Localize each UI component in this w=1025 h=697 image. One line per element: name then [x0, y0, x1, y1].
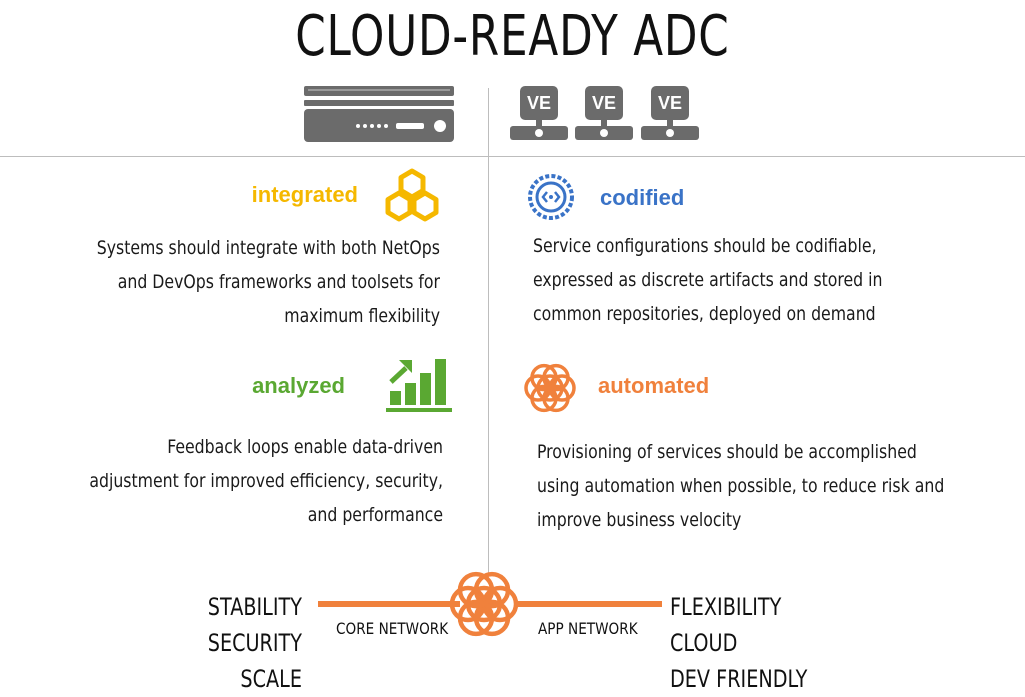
- app-attribute: DEV FRIENDLY: [670, 665, 808, 693]
- core-network-label: CORE NETWORK: [336, 619, 449, 638]
- app-network-bar: [518, 601, 662, 607]
- analyzed-heading: analyzed: [252, 373, 345, 398]
- codified-line: common repositories, deployed on demand: [533, 303, 876, 325]
- integrated-line: and DevOps frameworks and toolsets for: [117, 271, 441, 293]
- automated-line: using automation when possible, to reduc…: [537, 475, 945, 497]
- analyzed-line: Feedback loops enable data-driven: [167, 436, 444, 458]
- app-attribute: FLEXIBILITY: [670, 593, 782, 621]
- horizontal-divider: [0, 156, 1025, 157]
- virtual-edition-icon: VE VE VE: [510, 84, 700, 144]
- gear-code-icon: [528, 174, 574, 220]
- ve-label: VE: [591, 93, 616, 113]
- flower-of-life-icon: [524, 363, 576, 413]
- codified-line: expressed as discrete artifacts and stor…: [533, 269, 883, 291]
- core-network-bar: [318, 601, 460, 607]
- analyzed-line: adjustment for improved efficiency, secu…: [89, 470, 443, 492]
- hexagon-cluster-icon: [385, 168, 439, 222]
- flower-of-life-icon: [449, 571, 519, 637]
- app-attribute: CLOUD: [670, 629, 738, 657]
- automated-line: improve business velocity: [537, 509, 742, 531]
- page-title: CLOUD-READY ADC: [295, 4, 730, 69]
- vertical-divider: [488, 88, 489, 578]
- analyzed-description: Feedback loops enable data-driven adjust…: [72, 430, 443, 532]
- bar-chart-growth-icon: [386, 359, 452, 412]
- ve-unit: VE: [575, 84, 633, 142]
- automated-line: Provisioning of services should be accom…: [537, 441, 917, 463]
- core-attribute: SECURITY: [207, 629, 302, 657]
- app-network-label: APP NETWORK: [538, 619, 638, 638]
- ve-unit: VE: [510, 84, 568, 142]
- integrated-line: maximum flexibility: [284, 305, 440, 327]
- hardware-appliance-icon: [304, 86, 454, 142]
- ve-unit: VE: [641, 84, 699, 142]
- codified-heading: codified: [600, 185, 685, 210]
- codified-line: Service configurations should be codifia…: [533, 235, 877, 257]
- ve-label: VE: [526, 93, 551, 113]
- ve-label: VE: [657, 93, 682, 113]
- integrated-heading: integrated: [251, 182, 358, 207]
- core-attributes: STABILITY SECURITY SCALE: [172, 589, 302, 697]
- analyzed-line: and performance: [307, 504, 443, 526]
- core-attribute: STABILITY: [207, 593, 302, 621]
- codified-description: Service configurations should be codifia…: [533, 229, 938, 331]
- automated-description: Provisioning of services should be accom…: [537, 435, 956, 537]
- app-attributes: FLEXIBILITY CLOUD DEV FRIENDLY: [670, 589, 830, 697]
- integrated-line: Systems should integrate with both NetOp…: [96, 237, 440, 259]
- integrated-description: Systems should integrate with both NetOp…: [72, 231, 440, 333]
- automated-heading: automated: [598, 373, 710, 398]
- core-attribute: SCALE: [240, 665, 302, 693]
